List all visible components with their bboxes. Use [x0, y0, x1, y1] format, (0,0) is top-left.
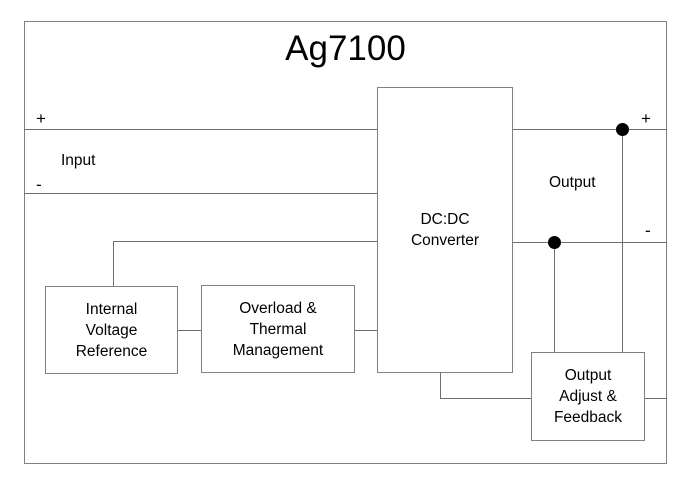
converter-feedback-drop-wire [440, 373, 441, 399]
trim-stub-wire [645, 398, 667, 399]
converter-feedback-return-wire [440, 398, 532, 399]
input-positive-sign: + [36, 109, 46, 128]
reference-drop-wire [113, 241, 114, 287]
negative-rail-junction-dot [548, 236, 561, 249]
input-negative-wire [24, 193, 378, 194]
negative-sense-tap-wire [554, 242, 555, 353]
reference-bus-wire [113, 241, 378, 242]
positive-sense-tap-wire [622, 129, 623, 353]
block-dcdc-converter-label: DC:DC Converter [410, 211, 480, 249]
input-negative-sign: - [36, 175, 42, 194]
output-port-label: Output [549, 174, 596, 191]
reference-to-overload-wire [178, 330, 202, 331]
block-output-adjust-feedback-label: Output Adjust & Feedback [553, 367, 623, 426]
output-positive-sign: + [641, 109, 651, 128]
output-negative-wire [513, 242, 667, 243]
block-overload-thermal-management[interactable]: Overload & Thermal Management [201, 285, 355, 373]
positive-rail-junction-dot [616, 123, 629, 136]
output-negative-sign: - [645, 221, 651, 240]
output-positive-wire [513, 129, 667, 130]
block-internal-voltage-reference-label: Internal Voltage Reference [75, 300, 148, 360]
block-output-adjust-feedback[interactable]: Output Adjust & Feedback [531, 352, 645, 441]
input-port-label: Input [61, 152, 96, 169]
block-overload-thermal-management-label: Overload & Thermal Management [232, 299, 324, 359]
page-title: Ag7100 [285, 29, 406, 68]
overload-to-converter-wire [355, 330, 378, 331]
block-dcdc-converter[interactable]: DC:DC Converter [377, 87, 513, 373]
input-positive-wire [24, 129, 378, 130]
block-internal-voltage-reference[interactable]: Internal Voltage Reference [45, 286, 178, 374]
